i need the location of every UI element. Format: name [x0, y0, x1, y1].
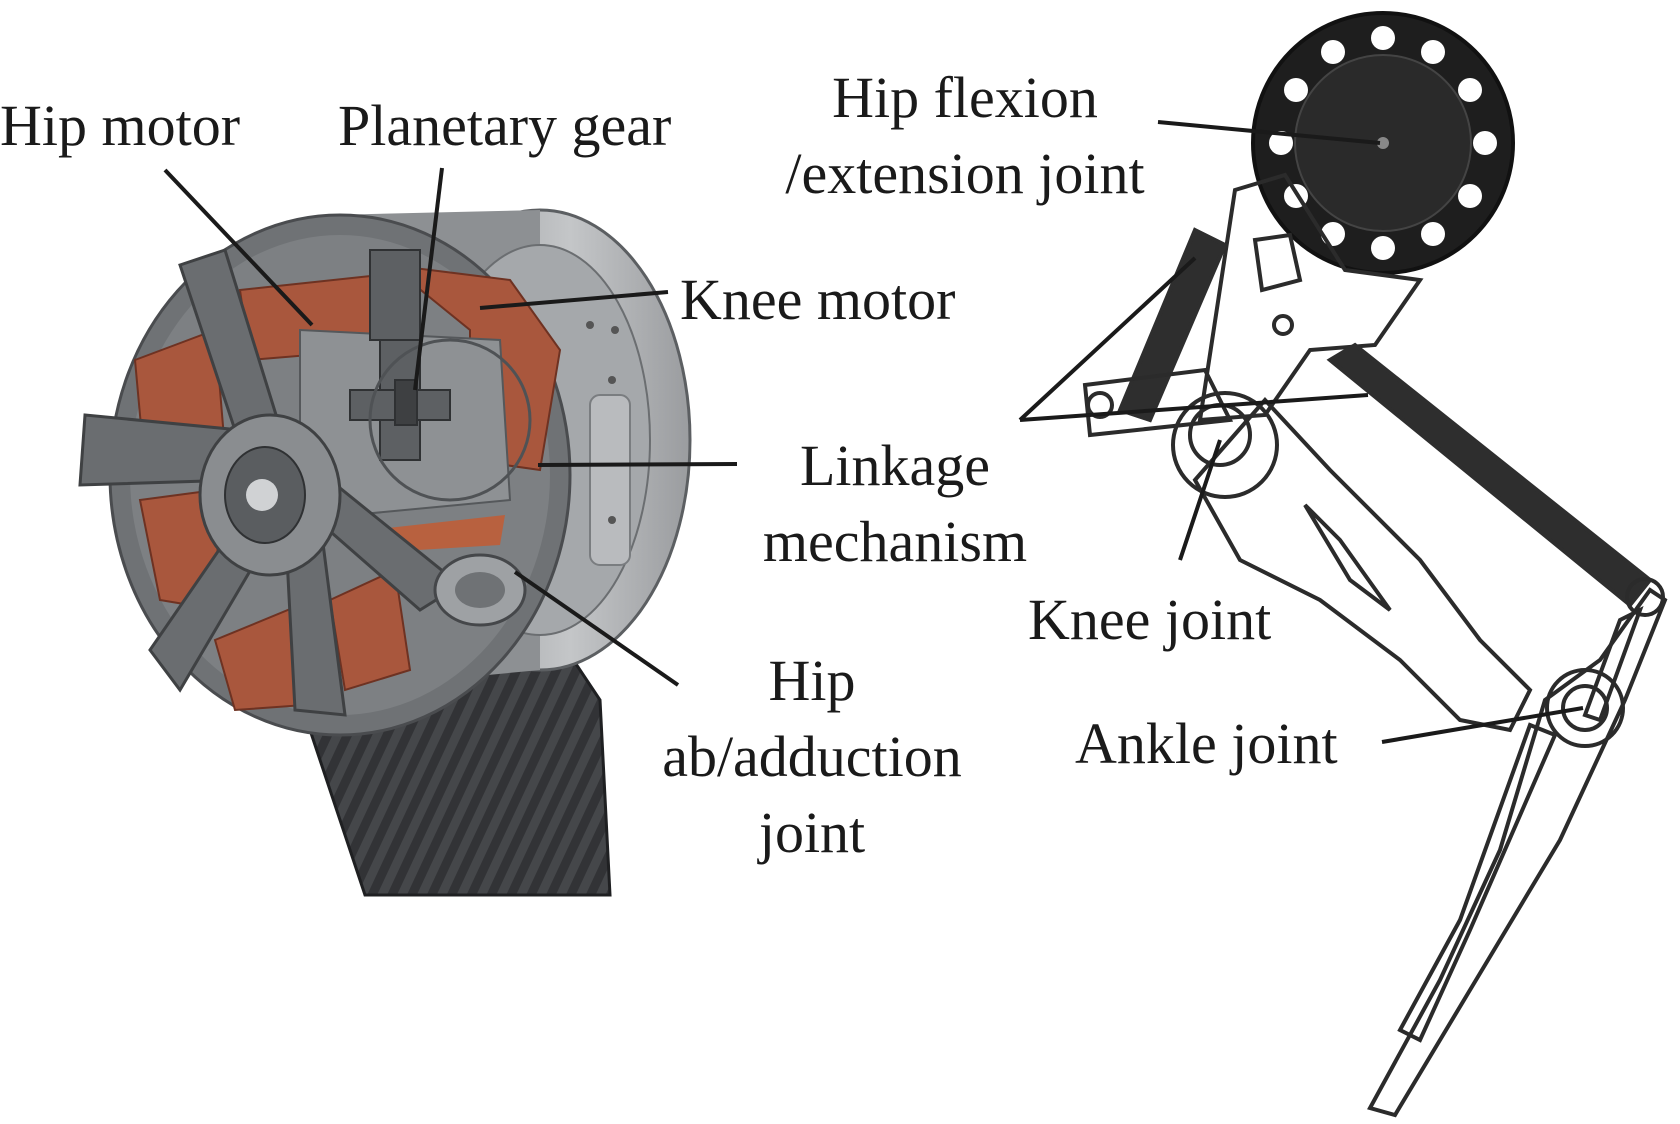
label-linkage-line2: mechanism — [762, 509, 1028, 574]
thigh-shell — [1192, 397, 1533, 733]
hip-motor-spokes — [78, 248, 463, 717]
leader-hip-abad — [513, 570, 680, 687]
label-linkage-line1: Linkage — [799, 433, 991, 498]
long-linkage-bar — [1326, 342, 1653, 608]
leader-hip-flexion — [1157, 120, 1381, 145]
leader-linkage-a — [1018, 256, 1197, 422]
label-hip-abad-joint: Hip ab/adduction joint — [632, 643, 992, 871]
leader-linkage-internal — [537, 462, 738, 467]
leader-ankle-joint — [1381, 706, 1584, 744]
shin — [1367, 587, 1668, 1118]
hip-bracket — [1197, 172, 1424, 423]
planetary-gear — [349, 249, 451, 461]
leader-lines — [163, 120, 1584, 744]
label-knee-motor: Knee motor — [680, 267, 956, 332]
knee-joint-disk — [1171, 391, 1279, 499]
leader-knee-joint — [1178, 439, 1222, 561]
label-hip-abad-line2: ab/adduction — [662, 724, 962, 789]
label-hip-flexion-line2: /extension joint — [785, 141, 1145, 206]
leader-hip-motor — [163, 168, 314, 327]
leg-linkage-drawing — [1082, 11, 1668, 1118]
label-hip-flexion-extension: Hip flexion /extension joint — [745, 60, 1185, 212]
label-knee-joint: Knee joint — [1028, 587, 1272, 652]
label-linkage-mechanism: Linkage mechanism — [735, 428, 1055, 580]
upper-link — [1082, 367, 1234, 438]
ankle-joint-disk — [1545, 668, 1625, 748]
leader-linkage-b — [1019, 393, 1369, 422]
leader-planetary-gear — [413, 167, 444, 391]
upper-linkage-bar — [1117, 227, 1228, 423]
label-planetary-gear: Planetary gear — [338, 93, 672, 158]
leader-knee-motor — [479, 290, 669, 310]
label-hip-abad-line1: Hip — [768, 648, 856, 713]
hip-actuator-render — [78, 208, 692, 897]
label-hip-flexion-line1: Hip flexion — [832, 65, 1098, 130]
label-hip-motor: Hip motor — [0, 93, 241, 158]
label-hip-abad-line3: joint — [758, 800, 866, 865]
label-ankle-joint: Ankle joint — [1075, 711, 1338, 776]
